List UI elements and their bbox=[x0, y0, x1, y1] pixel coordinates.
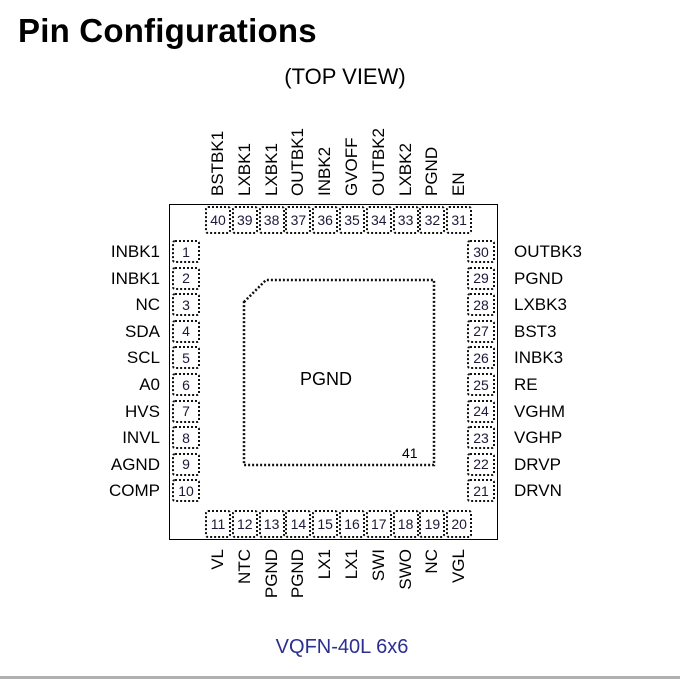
pin-pad: 6 bbox=[172, 373, 200, 396]
pin-label: PGND bbox=[514, 268, 564, 288]
pin-pad: 19 bbox=[419, 510, 446, 538]
pin-label: LXBK1 bbox=[234, 143, 254, 196]
pin-label: DRVN bbox=[514, 481, 562, 501]
pin-pad: 11 bbox=[205, 510, 231, 538]
pin-pad: 35 bbox=[339, 206, 365, 234]
pin-pad: 21 bbox=[467, 479, 495, 503]
pin-label: AGND bbox=[110, 454, 160, 474]
pin-label: COMP bbox=[109, 481, 160, 501]
pin-pad: 34 bbox=[365, 206, 392, 234]
pin-label: NTC bbox=[234, 549, 254, 584]
pin-label: VL bbox=[208, 549, 227, 570]
pin-pad: 20 bbox=[446, 510, 473, 538]
pin-label: EN bbox=[449, 172, 469, 196]
pin-label: PGND bbox=[422, 146, 442, 196]
pin-label: RE bbox=[514, 375, 538, 394]
pin-label: PGND bbox=[261, 549, 281, 599]
exposed-pad-number: 41 bbox=[402, 445, 418, 461]
pin-pad: 10 bbox=[172, 479, 200, 503]
pin-pad: 23 bbox=[467, 426, 495, 450]
pin-pad: 25 bbox=[467, 373, 495, 396]
pin-label: LXBK2 bbox=[395, 143, 415, 196]
pin-label: A0 bbox=[139, 375, 160, 394]
pin-pad: 30 bbox=[467, 240, 495, 263]
pin-pad: 15 bbox=[312, 510, 339, 538]
pin-label: INBK2 bbox=[315, 146, 335, 196]
pin-label: INBK3 bbox=[514, 348, 564, 368]
pin-label: OUTBK3 bbox=[514, 242, 583, 261]
pin-label: PGND bbox=[288, 549, 308, 599]
pin-label: LXBK3 bbox=[514, 295, 567, 315]
pin-pad: 18 bbox=[392, 510, 419, 538]
pin-pad: 33 bbox=[392, 206, 419, 234]
pin-pad: 31 bbox=[446, 206, 473, 234]
pin-pad: 22 bbox=[467, 452, 495, 476]
pin-pad: 29 bbox=[467, 266, 495, 290]
pin-label: HVS bbox=[125, 401, 160, 421]
pin-label: SWO bbox=[395, 549, 415, 590]
pin-label: DRVP bbox=[514, 454, 561, 474]
pin-pad: 13 bbox=[258, 510, 285, 538]
pin-label: SCL bbox=[126, 348, 160, 368]
pin-pad: 17 bbox=[365, 510, 392, 538]
pin-label: SWI bbox=[368, 549, 388, 582]
pin-pad: 14 bbox=[285, 510, 312, 538]
pin-label: NC bbox=[135, 295, 160, 315]
pin-label: VGHP bbox=[514, 428, 563, 448]
pin-label: INBK1 bbox=[110, 242, 160, 261]
pin-label: INBK1 bbox=[110, 268, 160, 288]
pin-label: NC bbox=[422, 549, 442, 574]
pin-pad: 2 bbox=[172, 266, 200, 290]
pin-label: BST3 bbox=[514, 321, 557, 341]
pin-pad: 40 bbox=[205, 206, 231, 234]
pin-pad: 26 bbox=[467, 346, 495, 370]
pin-pad: 7 bbox=[172, 399, 200, 423]
view-label: (TOP VIEW) bbox=[284, 64, 406, 89]
pin-pad: 9 bbox=[172, 452, 200, 476]
pin-pad: 38 bbox=[258, 206, 285, 234]
chip-outline bbox=[169, 204, 498, 540]
pin-pad: 32 bbox=[419, 206, 446, 234]
pin-pad: 27 bbox=[467, 319, 495, 343]
pin-pad: 5 bbox=[172, 346, 200, 370]
pin-label: OUTBK2 bbox=[368, 127, 388, 196]
pin-label: INVL bbox=[122, 428, 160, 448]
page-title: Pin Configurations bbox=[18, 12, 317, 49]
pin-label: GVOFF bbox=[342, 137, 361, 196]
pin-pad: 8 bbox=[172, 426, 200, 450]
pin-label: VGHM bbox=[514, 401, 565, 421]
pin-label: LXBK1 bbox=[261, 143, 281, 196]
divider bbox=[0, 676, 680, 679]
pin-label: OUTBK1 bbox=[288, 127, 308, 196]
pin-pad: 4 bbox=[172, 319, 200, 343]
pin-label: SDA bbox=[125, 321, 160, 341]
pin-pad: 1 bbox=[172, 240, 200, 263]
pin-label: LX1 bbox=[315, 549, 335, 580]
package-name: VQFN-40L 6x6 bbox=[275, 636, 409, 658]
pin-pad: 36 bbox=[312, 206, 339, 234]
exposed-pad-name: PGND bbox=[300, 369, 353, 389]
pin-pad: 3 bbox=[172, 293, 200, 317]
pin-pad: 37 bbox=[285, 206, 312, 234]
pin-pad: 39 bbox=[231, 206, 258, 234]
pin-label: LX1 bbox=[342, 549, 361, 580]
pin-label: BSTBK1 bbox=[208, 130, 227, 196]
pin-pad: 16 bbox=[339, 510, 365, 538]
pin-pad: 24 bbox=[467, 399, 495, 423]
pin-pad: 12 bbox=[231, 510, 258, 538]
pin-label: VGL bbox=[449, 549, 469, 584]
pin-pad: 28 bbox=[467, 293, 495, 317]
